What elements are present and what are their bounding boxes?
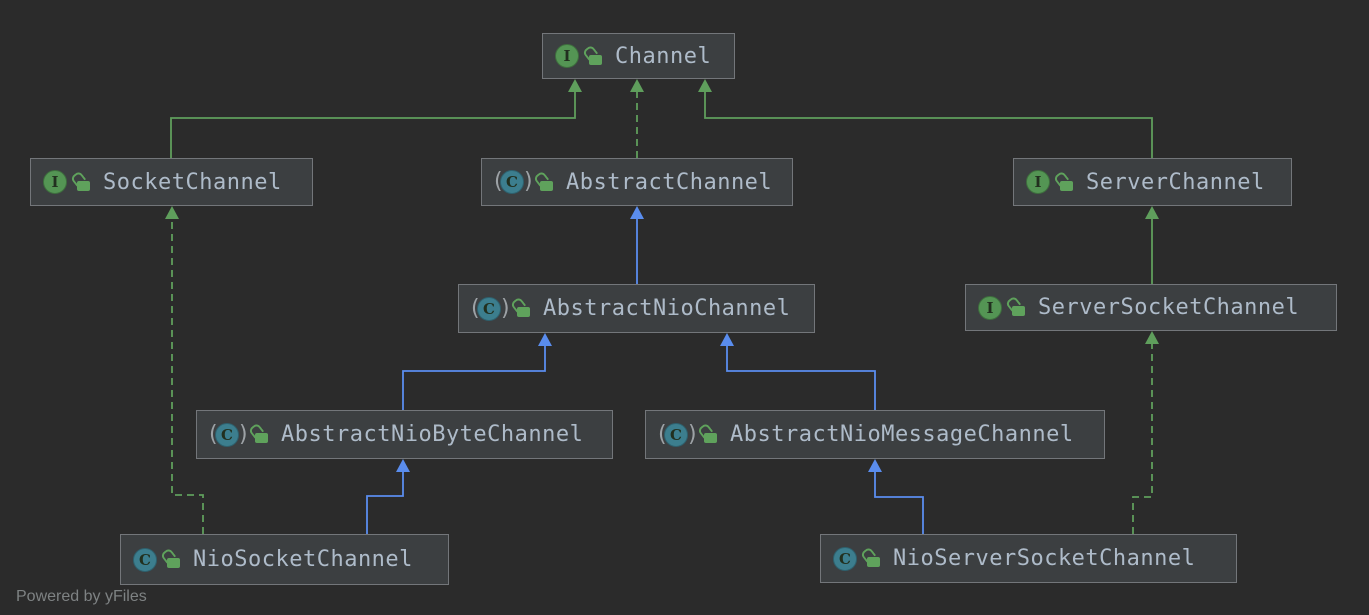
arrowhead-icon xyxy=(568,79,582,92)
edge-implements-nio-socket-channel-to-socket-channel xyxy=(171,219,204,534)
arrowhead-icon xyxy=(165,206,179,219)
unlock-icon xyxy=(696,422,718,445)
unlock-icon xyxy=(159,547,181,570)
class-node-server-channel[interactable]: I ServerChannel xyxy=(1013,158,1292,206)
edge-extends-nio-server-socket-channel-to-abstract-nio-message-channel xyxy=(874,472,924,534)
class-node-server-socket-channel[interactable]: I ServerSocketChannel xyxy=(965,284,1337,331)
class-name-label: ServerChannel xyxy=(1086,169,1265,195)
unlock-icon xyxy=(532,169,554,193)
credit-text: Powered by xyxy=(16,588,105,605)
class-node-nio-socket-channel[interactable]: C NioSocketChannel xyxy=(120,534,449,585)
yfiles-link[interactable]: yFiles xyxy=(104,588,147,605)
abstract-class-icon: (C) xyxy=(658,421,697,447)
arrowhead-icon xyxy=(698,79,712,92)
unlock-icon xyxy=(581,43,603,67)
class-name-label: AbstractChannel xyxy=(566,169,773,195)
class-node-channel[interactable]: I Channel xyxy=(542,33,735,79)
abstract-class-icon: (C) xyxy=(494,169,533,194)
class-name-label: Channel xyxy=(615,43,712,69)
abstract-class-icon: (C) xyxy=(471,295,510,321)
class-name-label: SocketChannel xyxy=(103,169,282,195)
edge-extends-nio-socket-channel-to-abstract-nio-byte-channel xyxy=(366,472,404,534)
interface-icon: I xyxy=(43,170,67,194)
class-icon: C xyxy=(833,546,857,571)
interface-icon: I xyxy=(978,295,1002,320)
class-name-label: ServerSocketChannel xyxy=(1038,295,1300,320)
edge-extends-server-channel-to-channel xyxy=(704,92,1153,158)
yfiles-credit: Powered by yFiles xyxy=(16,588,147,606)
unlock-icon xyxy=(859,546,881,569)
class-name-label: NioSocketChannel xyxy=(193,547,413,572)
arrowhead-icon xyxy=(1145,206,1159,219)
unlock-icon xyxy=(1004,295,1026,318)
class-node-abstract-nio-message-channel[interactable]: (C) AbstractNioMessageChannel xyxy=(645,410,1105,459)
arrowhead-icon xyxy=(538,333,552,346)
arrowhead-icon xyxy=(1145,331,1159,344)
class-name-label: AbstractNioMessageChannel xyxy=(730,422,1074,447)
class-node-socket-channel[interactable]: I SocketChannel xyxy=(30,158,313,206)
unlock-icon xyxy=(69,169,91,193)
class-name-label: NioServerSocketChannel xyxy=(893,546,1196,571)
class-node-abstract-channel[interactable]: (C) AbstractChannel xyxy=(481,158,793,206)
class-name-label: AbstractNioByteChannel xyxy=(281,422,584,447)
abstract-class-icon: (C) xyxy=(209,421,248,447)
arrowhead-icon xyxy=(630,206,644,219)
edge-implements-nio-server-socket-channel-to-server-socket-channel xyxy=(1132,344,1153,534)
interface-icon: I xyxy=(1026,170,1050,194)
class-name-label: AbstractNioChannel xyxy=(543,296,791,321)
class-node-nio-server-socket-channel[interactable]: C NioServerSocketChannel xyxy=(820,534,1237,583)
interface-icon: I xyxy=(555,44,579,68)
edge-extends-abstract-nio-byte-channel-to-abstract-nio-channel xyxy=(402,346,546,410)
class-node-abstract-nio-channel[interactable]: (C) AbstractNioChannel xyxy=(458,284,815,333)
unlock-icon xyxy=(1052,169,1074,193)
arrowhead-icon xyxy=(720,333,734,346)
unlock-icon xyxy=(509,296,531,319)
arrowhead-icon xyxy=(396,459,410,472)
edge-extends-abstract-nio-message-channel-to-abstract-nio-channel xyxy=(726,346,876,410)
class-icon: C xyxy=(133,547,157,572)
arrowhead-icon xyxy=(868,459,882,472)
edge-extends-socket-channel-to-channel xyxy=(170,92,576,158)
class-node-abstract-nio-byte-channel[interactable]: (C) AbstractNioByteChannel xyxy=(196,410,613,459)
arrowhead-icon xyxy=(630,79,644,92)
unlock-icon xyxy=(247,422,269,445)
